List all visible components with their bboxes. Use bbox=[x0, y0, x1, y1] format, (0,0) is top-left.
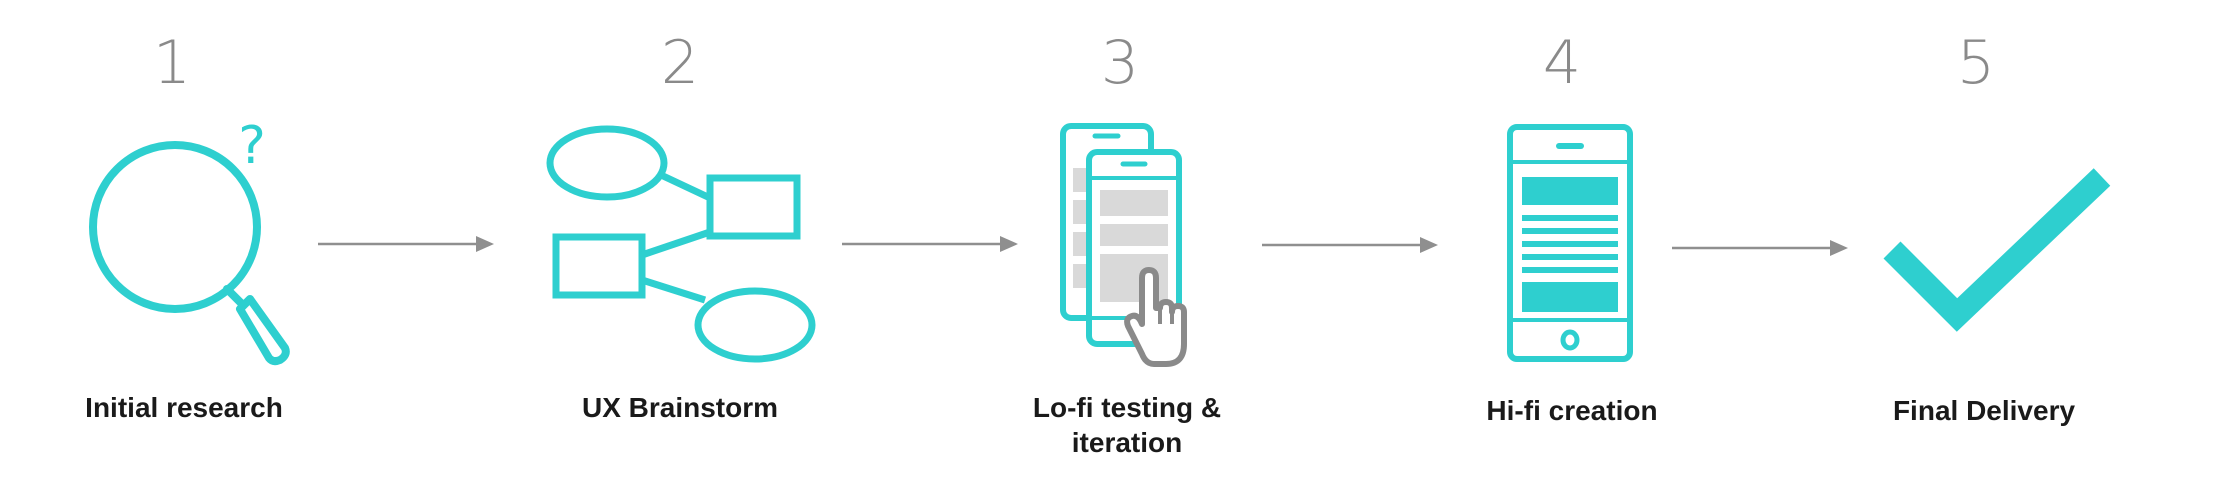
step-1-number: 1 bbox=[152, 28, 192, 98]
step-3-label: Lo-fi testing & iteration bbox=[977, 390, 1277, 460]
step-2-label: UX Brainstorm bbox=[581, 392, 779, 423]
tap-hand-icon bbox=[1124, 267, 1187, 367]
step-5-label: Final Delivery bbox=[1892, 395, 2076, 426]
step-4-number: 4 bbox=[1542, 28, 1582, 98]
step-4-label: Hi-fi creation bbox=[1486, 395, 1658, 426]
arrow-2-to-3 bbox=[842, 236, 1018, 252]
checkmark-icon bbox=[1883, 168, 2111, 332]
step-3-label-line-2: iteration bbox=[1071, 427, 1183, 458]
arrow-1-to-2 bbox=[318, 236, 494, 252]
magnifier-question-icon: ? bbox=[89, 116, 290, 366]
step-3-label-line-1: Lo-fi testing & bbox=[1032, 392, 1222, 423]
step-5-number: 5 bbox=[1956, 28, 1996, 98]
mind-map-icon bbox=[546, 125, 816, 363]
lofi-phones-tap-icon bbox=[1060, 123, 1187, 367]
step-1-label: Initial research bbox=[85, 392, 283, 423]
hifi-phone-icon bbox=[1507, 124, 1633, 362]
arrow-3-to-4 bbox=[1262, 237, 1438, 253]
step-2-number: 2 bbox=[660, 28, 700, 98]
step-3-number: 3 bbox=[1100, 28, 1140, 98]
question-mark: ? bbox=[238, 116, 266, 176]
arrow-4-to-5 bbox=[1672, 240, 1848, 256]
